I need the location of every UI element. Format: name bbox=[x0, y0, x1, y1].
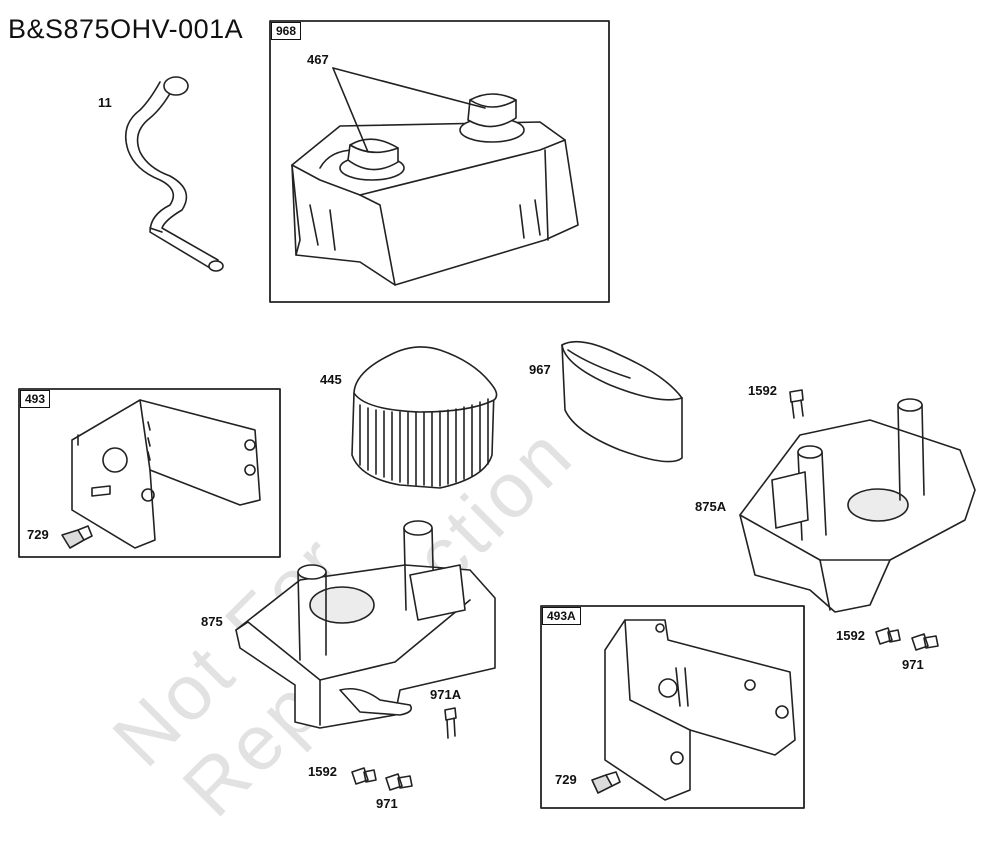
filter-element bbox=[351, 346, 498, 489]
callout-967: 967 bbox=[529, 362, 551, 377]
callout-875A: 875A bbox=[695, 499, 727, 514]
air-cleaner-base-875A bbox=[739, 398, 976, 613]
air-cleaner-base-875 bbox=[235, 520, 496, 729]
callout-467: 467 bbox=[307, 52, 329, 67]
callout-1592-right: 1592 bbox=[836, 628, 865, 643]
leader-467-b bbox=[332, 67, 369, 153]
callout-971A: 971A bbox=[430, 687, 462, 702]
leader-467-a bbox=[332, 67, 486, 109]
callout-875: 875 bbox=[201, 614, 223, 629]
bolt-971A bbox=[444, 707, 457, 739]
bolt-971-right bbox=[911, 633, 939, 651]
bolt-1592-top bbox=[789, 389, 804, 419]
diagram-title: B&S875OHV-001A bbox=[8, 14, 244, 44]
box-968-frame bbox=[269, 20, 610, 303]
bracket-493A bbox=[604, 619, 796, 801]
clip-729-right bbox=[591, 771, 621, 794]
box-493-frame bbox=[18, 388, 281, 558]
callout-971-bottom: 971 bbox=[376, 796, 398, 811]
bolt-971-bottom bbox=[385, 773, 413, 791]
callout-971-right: 971 bbox=[902, 657, 924, 672]
callout-1592-bottom: 1592 bbox=[308, 764, 337, 779]
callout-1592-top: 1592 bbox=[748, 383, 777, 398]
pre-cleaner bbox=[561, 340, 683, 463]
callout-445: 445 bbox=[320, 372, 342, 387]
bracket-493 bbox=[71, 399, 261, 549]
box-493-tag: 493 bbox=[20, 390, 51, 408]
air-cleaner-cover bbox=[291, 67, 579, 286]
bolt-1592-right bbox=[875, 627, 901, 645]
callout-11: 11 bbox=[98, 95, 112, 110]
box-493A-frame bbox=[540, 605, 805, 809]
box-968-tag: 968 bbox=[271, 22, 302, 40]
clip-729-left bbox=[61, 525, 93, 549]
breather-tube bbox=[124, 76, 224, 272]
bolt-1592-bottom bbox=[351, 767, 377, 785]
box-493A-tag: 493A bbox=[542, 607, 581, 625]
callout-729-left: 729 bbox=[27, 527, 49, 542]
callout-729-right: 729 bbox=[555, 772, 577, 787]
